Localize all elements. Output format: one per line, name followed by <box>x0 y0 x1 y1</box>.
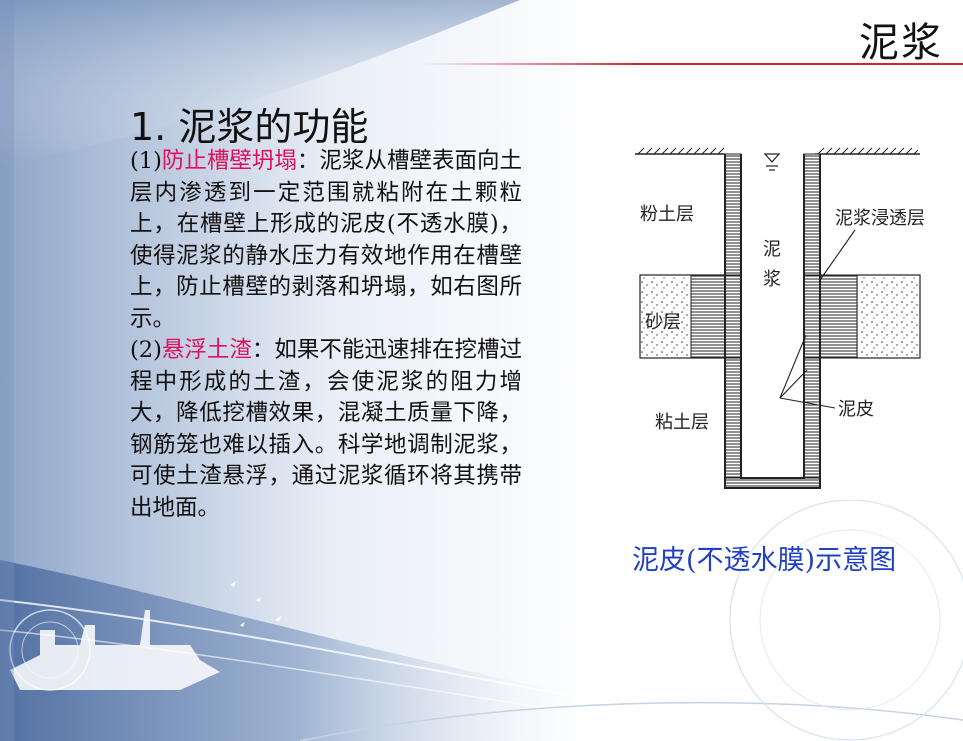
water-level-icon <box>763 153 781 171</box>
section-heading: 1. 泥浆的功能 <box>130 105 369 149</box>
label-penetration: 泥浆浸透层 <box>835 208 925 229</box>
figure-caption: 泥皮(不透水膜)示意图 <box>632 545 897 576</box>
label-filter-cake: 泥皮 <box>838 399 874 420</box>
leader-lines <box>779 229 856 409</box>
label-sand: 砂层 <box>645 312 681 333</box>
paragraph-2-prefix: (2) <box>130 337 162 363</box>
paragraph-2-text: ：如果不能迅速排在挖槽过程中形成的土渣，会使泥浆的阻力增大，降低挖槽效果，混凝土… <box>130 337 522 521</box>
paragraph-2-highlight: 悬浮土渣 <box>161 337 252 363</box>
sand-layer-right <box>856 274 921 359</box>
slide-title: 泥浆 <box>859 20 943 66</box>
penetration-zone <box>690 153 858 489</box>
paragraph-1-text: ：泥浆从槽壁表面向土层内渗透到一定范围就粘附在土颗粒上，在槽壁上形成的泥皮(不透… <box>130 148 522 332</box>
paragraph-1: (1)防止槽壁坍塌：泥浆从槽壁表面向土层内渗透到一定范围就粘附在土颗粒上，在槽壁… <box>130 146 522 335</box>
paragraph-1-prefix: (1) <box>130 148 162 174</box>
ship-silhouette <box>10 610 220 690</box>
title-underline <box>420 63 963 65</box>
paragraph-1-highlight: 防止槽壁坍塌 <box>161 148 297 174</box>
label-slurry-1: 泥 <box>763 239 781 260</box>
trench-wall <box>724 154 821 489</box>
paragraph-2: (2)悬浮土渣：如果不能迅速排在挖槽过程中形成的土渣，会使泥浆的阻力增大，降低挖… <box>130 335 522 524</box>
body-text: (1)防止槽壁坍塌：泥浆从槽壁表面向土层内渗透到一定范围就粘附在土颗粒上，在槽壁… <box>130 146 522 524</box>
label-slurry-2: 浆 <box>763 269 781 290</box>
filter-cake-diagram: 粉土层 泥浆浸透层 泥 浆 砂层 粘土层 泥皮 <box>630 140 950 500</box>
label-silt: 粉土层 <box>640 204 694 225</box>
ground-surface <box>635 147 920 155</box>
label-clay: 粘土层 <box>655 412 709 433</box>
